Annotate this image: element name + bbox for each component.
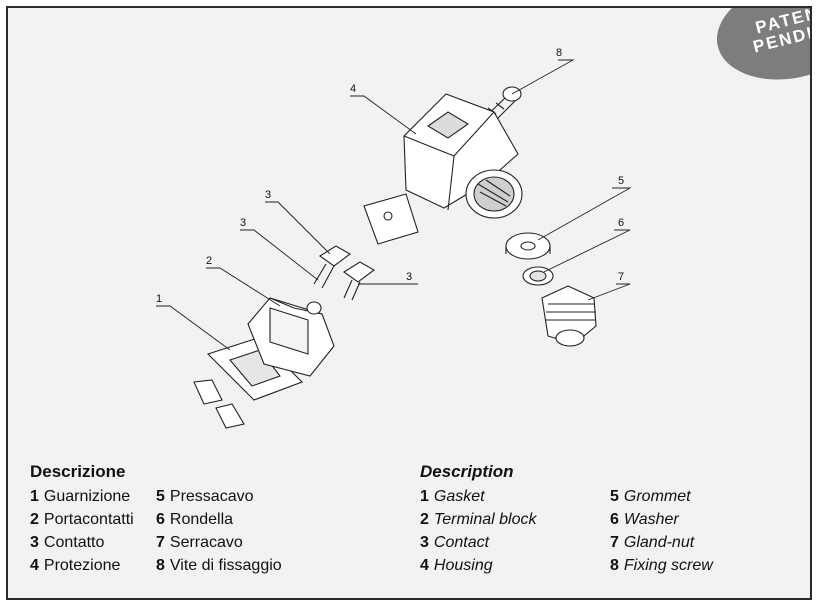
callout-3-middle: 3 bbox=[240, 217, 246, 229]
contact-parts bbox=[313, 193, 419, 301]
legend-italian-title: Descrizione bbox=[30, 462, 126, 481]
callout-1: 1 bbox=[156, 293, 162, 305]
callout-2: 2 bbox=[206, 255, 212, 267]
callout-7: 7 bbox=[618, 271, 624, 283]
diagram-frame: PATENT PENDING bbox=[6, 6, 812, 600]
callout-3-right: 3 bbox=[406, 271, 412, 283]
leader-6 bbox=[543, 229, 631, 273]
housing-part bbox=[403, 93, 523, 219]
leader-1 bbox=[156, 305, 231, 351]
legend-english-title: Description bbox=[420, 462, 514, 481]
callout-6: 6 bbox=[618, 217, 624, 229]
callout-5: 5 bbox=[618, 175, 624, 187]
gland-nut-part bbox=[541, 285, 597, 347]
leader-7 bbox=[587, 283, 631, 301]
exploded-view-drawing: 8 4 5 6 7 3 3 3 2 1 bbox=[156, 47, 632, 429]
leader-2 bbox=[206, 267, 281, 307]
leader-5 bbox=[537, 187, 632, 241]
gasket-part bbox=[193, 337, 303, 429]
leader-3b bbox=[240, 229, 319, 281]
leader-3a bbox=[265, 201, 331, 255]
callout-4: 4 bbox=[350, 83, 356, 95]
callout-3-top: 3 bbox=[265, 189, 271, 201]
leader-4 bbox=[350, 95, 417, 135]
terminal-block-part bbox=[247, 297, 335, 377]
callout-8: 8 bbox=[556, 47, 562, 59]
leader-8 bbox=[511, 59, 575, 95]
